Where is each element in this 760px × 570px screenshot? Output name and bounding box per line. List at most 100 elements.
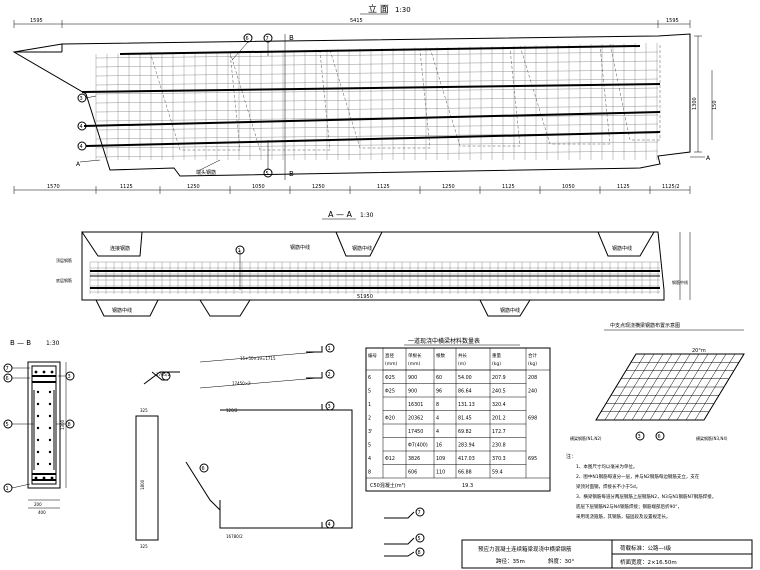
table-cell: 17450 xyxy=(408,429,423,435)
table-cell: 8 xyxy=(368,470,371,476)
material-table: 一道现浇中横梁材料数量表 编号直径(mm)单根长(mm)根数共长(m)重量(kg… xyxy=(365,337,551,492)
table-header-2: (mm) xyxy=(408,361,421,367)
elevation-callouts: 3 4 4 5 6 7 B B A A 端头钢筋 xyxy=(76,33,711,180)
table-cell: 4 xyxy=(436,429,439,435)
shape-callout-5: 7 xyxy=(418,510,421,516)
table-cell: 8 xyxy=(436,402,439,408)
bar-shapes: 1800 325 325 15+50×19=1715 17450×2 120/2… xyxy=(135,343,425,557)
notes-heading: 注： xyxy=(566,453,576,460)
table-header-1: 直径 xyxy=(385,352,394,359)
callout-7: 7 xyxy=(266,36,269,42)
dim-bottom-0: 1570 xyxy=(47,184,60,190)
note-line-5: 底层下层钢筋N2与N4钢筋焊接；钢筋端部后折90°， xyxy=(576,503,682,510)
table-header-4: (m) xyxy=(458,361,466,367)
title-skew: 斜度：30° xyxy=(548,557,574,565)
section-mark-b-top: B xyxy=(289,34,294,42)
table-cell: 3' xyxy=(368,429,372,435)
height-dim-small: 150 xyxy=(712,100,718,110)
table-cell: 4 xyxy=(368,456,371,462)
bb-callout-3: 3 xyxy=(68,374,71,380)
table-cell: 86.64 xyxy=(458,389,472,395)
table-header-0: 编号 xyxy=(368,352,377,359)
sketch-callout-6: 6 xyxy=(658,434,661,440)
dim-bottom-3: 1050 xyxy=(252,184,265,190)
table-cell: Φ25 xyxy=(385,375,395,381)
table-cell: 240.5 xyxy=(492,389,506,395)
shape-dim-n5: 16780/2 xyxy=(226,534,243,539)
shape-callout-2: 2 xyxy=(328,372,331,378)
table-cell: 109 xyxy=(436,456,445,462)
dim-bottom-8: 1050 xyxy=(562,184,575,190)
table-header-5: 重量 xyxy=(492,352,501,359)
callout-6: 6 xyxy=(246,36,249,42)
skew-sketch: 中支点现浇横梁钢筋布置示意图 20°m 横梁钢筋(N1,N2) 横梁钢筋(N3,… xyxy=(570,322,745,441)
sketch-angle-label: 20°m xyxy=(692,348,706,354)
table-header-3: 根数 xyxy=(436,352,445,359)
section-bb-bar-dots xyxy=(34,370,54,480)
callout-3: 3 xyxy=(80,96,83,102)
section-bb-scale: 1:30 xyxy=(46,340,60,347)
table-header-4: 共长 xyxy=(458,352,467,359)
cut-mark-a-left: A xyxy=(76,161,81,168)
title-span: 跨径：35m xyxy=(496,557,525,565)
table-cell: 370.3 xyxy=(492,456,506,462)
table-cell: 695 xyxy=(528,456,537,462)
sketch-label-left: 横梁钢筋(N1,N2) xyxy=(570,435,602,441)
bb-height-dim: 1300 xyxy=(60,419,65,430)
table-cell: 59.4 xyxy=(492,470,503,476)
table-cell: Φ25 xyxy=(385,389,395,395)
shape-callout-7: 5 xyxy=(418,536,421,542)
dim-bottom-10: 1125/2 xyxy=(662,184,680,190)
shape-dim-n4: 120/2 xyxy=(226,408,238,413)
table-cell: Φ12 xyxy=(385,456,395,462)
table-header-6: (kg) xyxy=(528,361,537,367)
section-bb-title: B — B xyxy=(10,339,31,347)
title-load: 荷载标准：公路—I级 xyxy=(620,544,672,552)
section-a-a: A — A 1:30 连接钢筋 钢筋中线 钢筋中线 钢筋中线 钢筋中线 钢筋中线… xyxy=(56,210,691,317)
dim-top-left: 1595 xyxy=(30,18,43,24)
callout-4a: 4 xyxy=(80,124,83,130)
bb-dim-inner: 200 xyxy=(34,502,42,507)
end-bar-note: 端头钢筋 xyxy=(196,169,216,176)
aa-label-2: 钢筋中线 xyxy=(612,245,632,252)
section-aa-scale: 1:30 xyxy=(360,212,374,219)
section-aa-grid xyxy=(89,261,660,294)
table-cell: 5 xyxy=(368,443,371,449)
table-cell: 283.94 xyxy=(458,443,475,449)
aa-note-bottom: 底层钢筋 xyxy=(56,277,72,283)
table-cell: 5 xyxy=(368,389,371,395)
dim-bottom-2: 1250 xyxy=(187,184,200,190)
callout-4b: 4 xyxy=(80,144,83,150)
table-cell: 207.9 xyxy=(492,375,506,381)
note-line-3: 梁顶对面钢，焊接长不小于5d。 xyxy=(576,483,640,490)
table-cell: 16 xyxy=(436,443,442,449)
table-cell: 96 xyxy=(436,389,442,395)
bar-line-3 xyxy=(85,131,661,147)
table-cell: 1 xyxy=(368,402,371,408)
shape-callout-8: 8 xyxy=(418,550,421,556)
table-header-1: (mm) xyxy=(385,361,398,367)
rebar-mesh-grid xyxy=(95,42,659,160)
table-cell: 417.03 xyxy=(458,456,475,462)
note-line-1: 1、本图尺寸均以毫米为单位。 xyxy=(576,463,637,470)
table-footer-label: C50混凝土(m³) xyxy=(370,482,406,489)
elevation-view: 立 面 1:30 1595 5415 1595 3 xyxy=(12,3,718,194)
section-b-b: B — B 1:30 7 6 5 1 3 8 200 400 1300 xyxy=(3,339,75,515)
height-dim: 1300 xyxy=(692,97,698,110)
table-header-6: 合计 xyxy=(528,352,537,359)
shape-dim-325-top: 325 xyxy=(140,408,148,413)
table-cell: 81.45 xyxy=(458,416,472,422)
elevation-scale: 1:30 xyxy=(395,6,411,14)
table-cell: 900 xyxy=(408,389,417,395)
title-width: 桥面宽度：2×16.50m xyxy=(620,558,677,566)
bb-dim-outer: 400 xyxy=(38,510,46,515)
table-cell: 4 xyxy=(436,416,439,422)
dim-bottom-1: 1125 xyxy=(120,184,133,190)
table-cell: 900 xyxy=(408,375,417,381)
sketch-callout-3: 3 xyxy=(638,434,641,440)
aa-label-4: 钢筋中线 xyxy=(500,307,520,314)
bb-callout-7: 7 xyxy=(6,366,9,372)
shape-dim-n2: 15+50×19=1715 xyxy=(240,356,276,361)
